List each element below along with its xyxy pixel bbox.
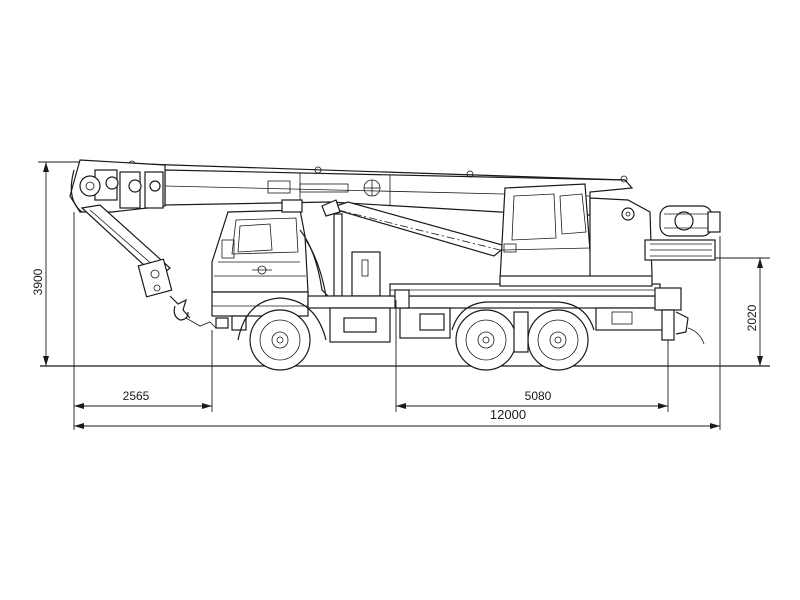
rear-wheel-2	[527, 309, 589, 371]
rear-fender	[451, 301, 595, 353]
turntable	[499, 275, 653, 287]
extension-lines	[73, 212, 721, 430]
hook-jib	[80, 204, 217, 329]
dimension-wheelbase: 5080	[396, 389, 668, 409]
dimension-front-overhang: 2565	[74, 389, 212, 409]
label-front-overhang: 2565	[123, 389, 150, 403]
label-wheelbase: 5080	[525, 389, 552, 403]
driver-cab	[211, 199, 309, 331]
counterweight-housing	[589, 197, 716, 279]
dimension-platform-height: 2020	[715, 257, 770, 366]
winch-drum	[659, 205, 721, 237]
front-wheel	[237, 297, 327, 371]
label-platform-height: 2020	[745, 304, 759, 331]
crane-operator-cab	[499, 183, 593, 281]
luffing-cylinder	[321, 199, 508, 257]
dimension-overall-length: 12000	[74, 407, 720, 429]
label-total-height: 3900	[31, 268, 45, 295]
boom-support-mast	[299, 213, 381, 301]
rear-wheel-1	[455, 309, 517, 371]
dimension-total-height: 3900	[31, 161, 80, 366]
label-overall-length: 12000	[490, 407, 526, 422]
boom-head	[69, 159, 166, 213]
